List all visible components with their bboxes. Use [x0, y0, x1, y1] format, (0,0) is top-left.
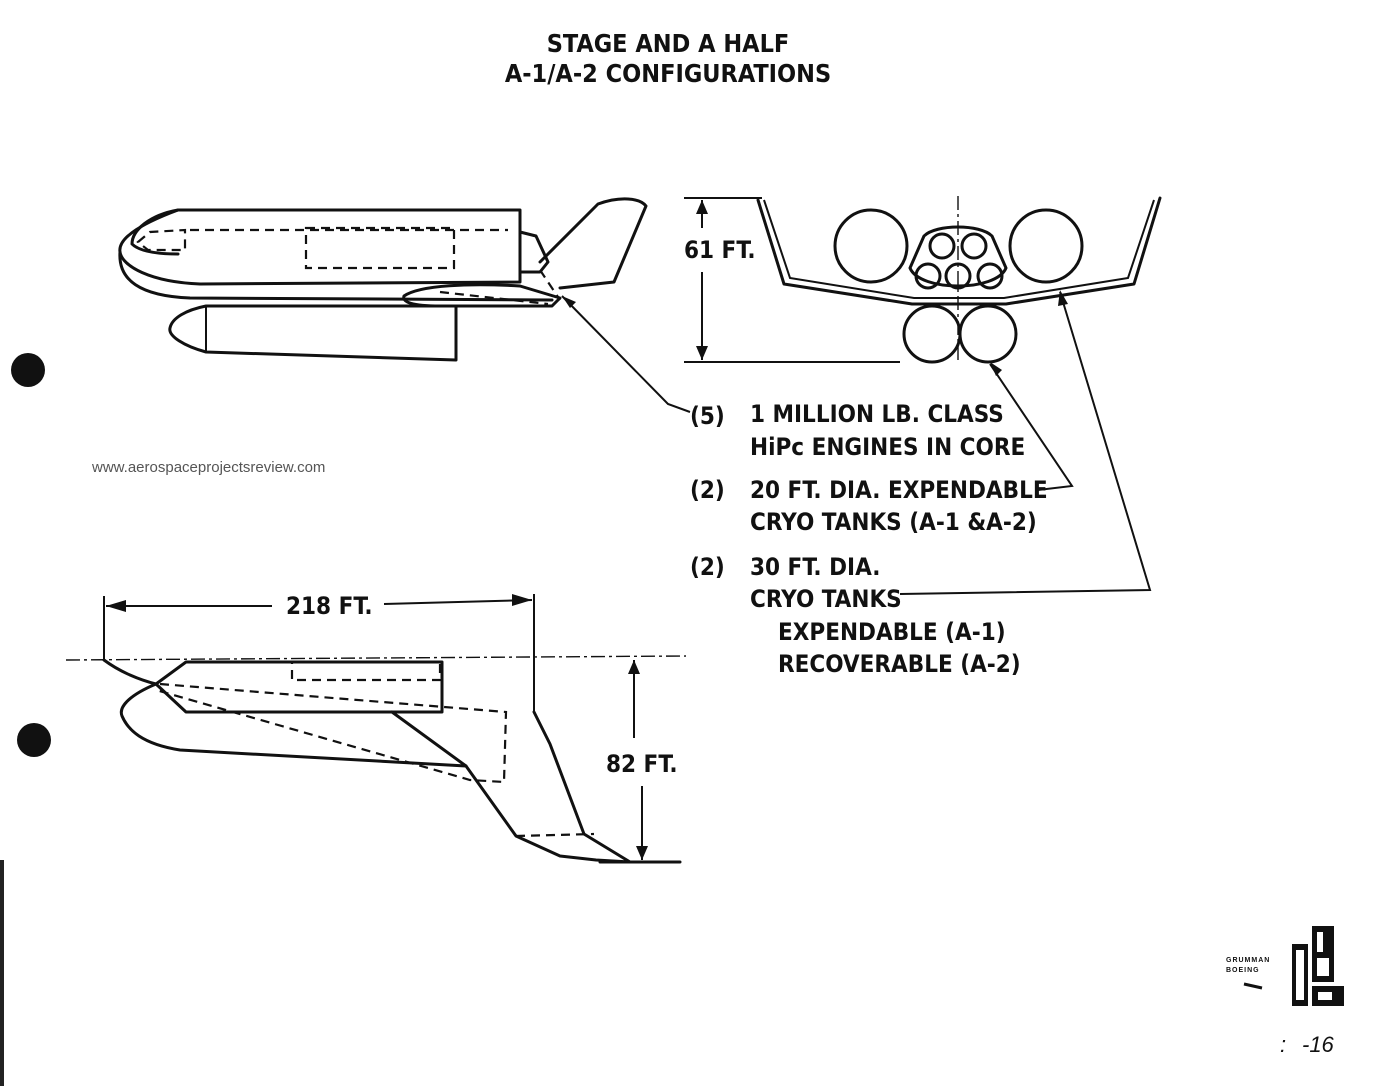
- tank-20ft-right: [958, 304, 1018, 364]
- orbiter-belly-line: [118, 250, 554, 302]
- tank-20ft-left: [902, 304, 962, 364]
- tank-30ft-right: [1008, 208, 1084, 284]
- engine-3: [914, 262, 942, 290]
- watermark: www.aerospaceprojectsreview.com: [91, 459, 325, 476]
- payload-bay-plan: [290, 660, 442, 682]
- note-1-line-2: HiPc ENGINES IN CORE: [750, 433, 1025, 461]
- note-3-line-1: 30 FT. DIA.: [750, 553, 880, 581]
- title-line-2: A-1/A-2 CONFIGURATIONS: [505, 59, 831, 88]
- length-dimension-label: 218 FT.: [286, 592, 373, 620]
- logo-text-2: BOEING: [1226, 967, 1260, 974]
- engine-nozzle-side: [518, 230, 550, 274]
- leader-lines: [561, 290, 1152, 595]
- plan-center-line: [65, 655, 687, 661]
- wing-front-outer: [756, 196, 1162, 306]
- page-number: -16: [1302, 1032, 1335, 1057]
- core-shroud: [908, 225, 1008, 288]
- note-3-line-2: CRYO TANKS: [750, 585, 902, 613]
- tank-plan: [119, 682, 468, 768]
- tail-fin-side: [538, 197, 648, 290]
- span-dimension-label: 82 FT.: [606, 750, 678, 778]
- cockpit-outline: [136, 228, 187, 252]
- engine-2: [960, 232, 988, 260]
- side-view: [118, 197, 648, 362]
- binder-hole-bottom: [17, 723, 51, 757]
- plan-view: 218 FT. 82 FT.: [65, 592, 687, 864]
- orbiter-nose: [130, 208, 180, 256]
- wing-plan: [390, 710, 632, 864]
- orbiter-plan: [154, 660, 444, 714]
- binder-hole-top: [11, 353, 45, 387]
- note-2-line-1: 20 FT. DIA. EXPENDABLE: [750, 476, 1048, 504]
- note-1-qty: (5): [690, 402, 725, 430]
- logo-text-1: GRUMMAN: [1226, 957, 1270, 964]
- svg-text::: :: [1280, 1032, 1286, 1057]
- external-tank-side: [168, 304, 458, 362]
- tank-30ft-left: [833, 208, 909, 284]
- grumman-boeing-logo: GRUMMAN BOEING: [1226, 926, 1344, 1006]
- note-2-qty: (2): [690, 476, 725, 504]
- height-dimension-label: 61 FT.: [684, 236, 756, 264]
- front-view: 61 FT.: [684, 196, 1162, 364]
- engine-1: [928, 232, 956, 260]
- scan-edge: [0, 860, 4, 1086]
- note-1-line-1: 1 MILLION LB. CLASS: [750, 400, 1004, 428]
- engine-5: [976, 262, 1004, 290]
- note-3-line-3: EXPENDABLE (A-1): [778, 618, 1006, 646]
- note-3-line-4: RECOVERABLE (A-2): [778, 650, 1021, 678]
- notes: (5) 1 MILLION LB. CLASS HiPc ENGINES IN …: [690, 400, 1048, 678]
- note-3-qty: (2): [690, 553, 725, 581]
- wing-fairing-side: [402, 283, 562, 308]
- orbiter-fuselage-side: [118, 208, 522, 286]
- tank-plan-hidden: [155, 682, 508, 784]
- title-line-1: STAGE AND A HALF: [547, 29, 790, 58]
- note-2-line-2: CRYO TANKS (A-1 &A-2): [750, 508, 1037, 536]
- payload-bay: [304, 226, 456, 270]
